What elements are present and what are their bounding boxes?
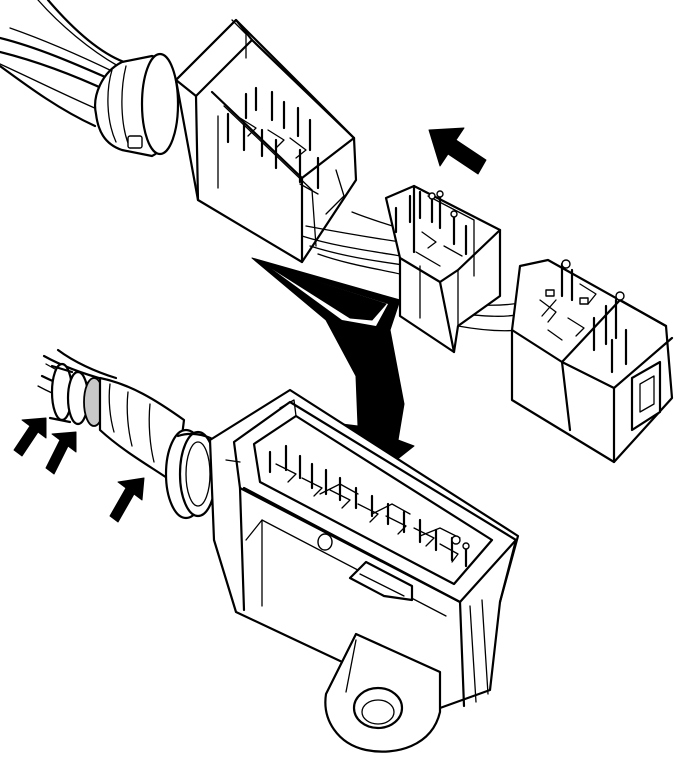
lower-cable-grommet bbox=[164, 428, 218, 520]
seal-arrow-icon-2 bbox=[45, 431, 77, 475]
seal-arrow-icon-1 bbox=[13, 417, 47, 457]
mounting-lug bbox=[324, 632, 442, 753]
assembly-arrow-icon bbox=[251, 257, 415, 477]
cable-seal-rings bbox=[48, 362, 105, 427]
upper-harness-plug bbox=[174, 18, 358, 264]
upper-cable-grommet bbox=[94, 52, 180, 158]
mating-socket-block bbox=[510, 258, 674, 464]
seal-arrow-icon-3 bbox=[109, 477, 145, 523]
direction-arrow-icon bbox=[428, 127, 487, 175]
lower-connector-housing bbox=[208, 388, 520, 710]
detached-male-connector bbox=[384, 184, 502, 354]
